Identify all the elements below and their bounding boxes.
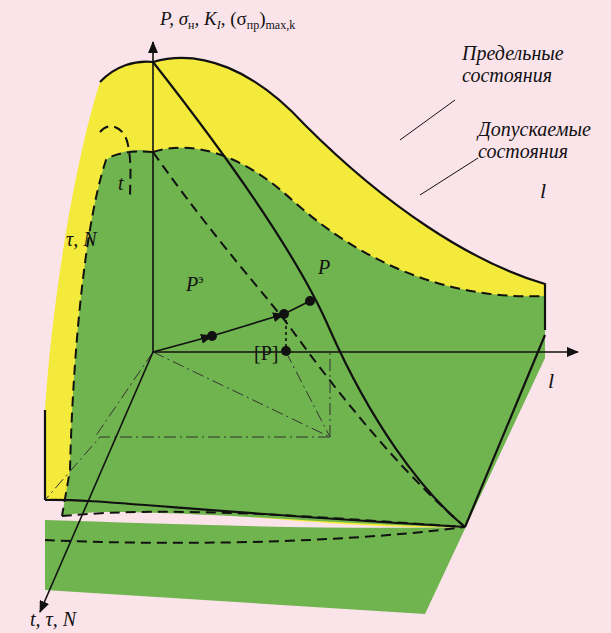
axis-title-part: I: [217, 18, 221, 32]
axis-title-part: ): [259, 8, 265, 29]
allowable-surface: [62, 148, 545, 527]
axis-label: τ, N: [66, 228, 97, 251]
axis-title-part: , (σ: [221, 8, 247, 29]
point-label: Pэ: [186, 272, 203, 296]
point-label: P: [318, 256, 330, 279]
axis-label: t, τ, N: [30, 608, 76, 631]
axis-title-part: P, σ: [160, 8, 188, 29]
region-label: Допускаемые состояния: [478, 118, 606, 162]
point-label-part: P: [186, 273, 198, 295]
axis-title-part: н: [188, 18, 194, 32]
limit-surface: [45, 58, 545, 527]
axis-title-part: , K: [194, 8, 216, 29]
axis-title-part: max,k: [265, 18, 295, 32]
axis-label: l: [548, 368, 554, 394]
point-label: [P]: [254, 342, 278, 365]
axis-title-part: пр: [247, 18, 259, 32]
axis-title: P, σн, KI, (σпр)max,k: [160, 8, 295, 33]
axis-label: l: [540, 178, 546, 204]
point-label-part: э: [198, 272, 203, 286]
region-label: Предельные состояния: [462, 42, 602, 86]
axis-label: t: [118, 172, 124, 195]
